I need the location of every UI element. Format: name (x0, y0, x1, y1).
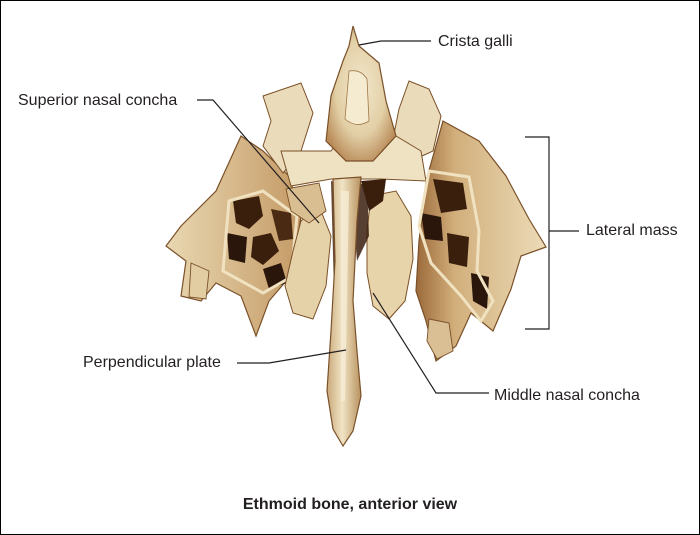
lateral-mass-bracket (525, 136, 550, 330)
label-superior-nasal-concha: Superior nasal concha (18, 92, 178, 109)
figure-caption: Ethmoid bone, anterior view (242, 496, 458, 513)
label-perpendicular-plate: Perpendicular plate (83, 354, 221, 371)
label-lateral-mass: Lateral mass (586, 222, 678, 239)
superior-nasal-concha-leader (197, 99, 320, 224)
perpendicular-plate-leader (237, 349, 347, 364)
middle-nasal-concha-leader (372, 292, 489, 394)
middle-nasal-concha-shape (366, 190, 414, 320)
label-crista-galli: Crista galli (438, 33, 513, 50)
leader-lines (197, 40, 579, 394)
label-middle-nasal-concha: Middle nasal concha (494, 387, 640, 404)
crista-galli-leader (358, 40, 431, 46)
